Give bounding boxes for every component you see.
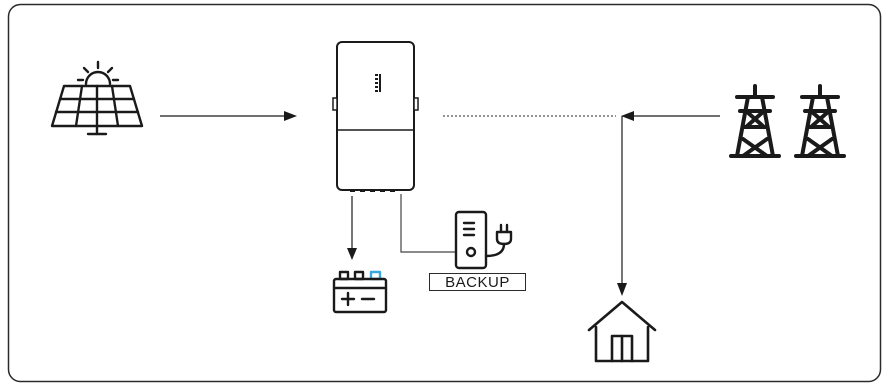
- home-icon: [587, 300, 657, 363]
- diagram-border: [7, 3, 882, 383]
- junction-to-home-arrow: [617, 116, 627, 296]
- inverter-to-backup-line: [400, 194, 456, 253]
- grid-to-inverter-arrow: [621, 111, 720, 121]
- inverter-to-battery-arrow: [347, 196, 357, 260]
- inverter-ports: [350, 189, 395, 192]
- backup-load-icon: [454, 210, 513, 270]
- power-tower-icon: [729, 84, 846, 158]
- solar-panel-icon: [50, 60, 144, 136]
- inverter-icon: [332, 41, 419, 192]
- backup-label: BACKUP: [429, 273, 526, 291]
- solar-to-inverter-arrow: [160, 111, 297, 121]
- inverter-display: [375, 74, 381, 92]
- battery-icon: [332, 270, 388, 314]
